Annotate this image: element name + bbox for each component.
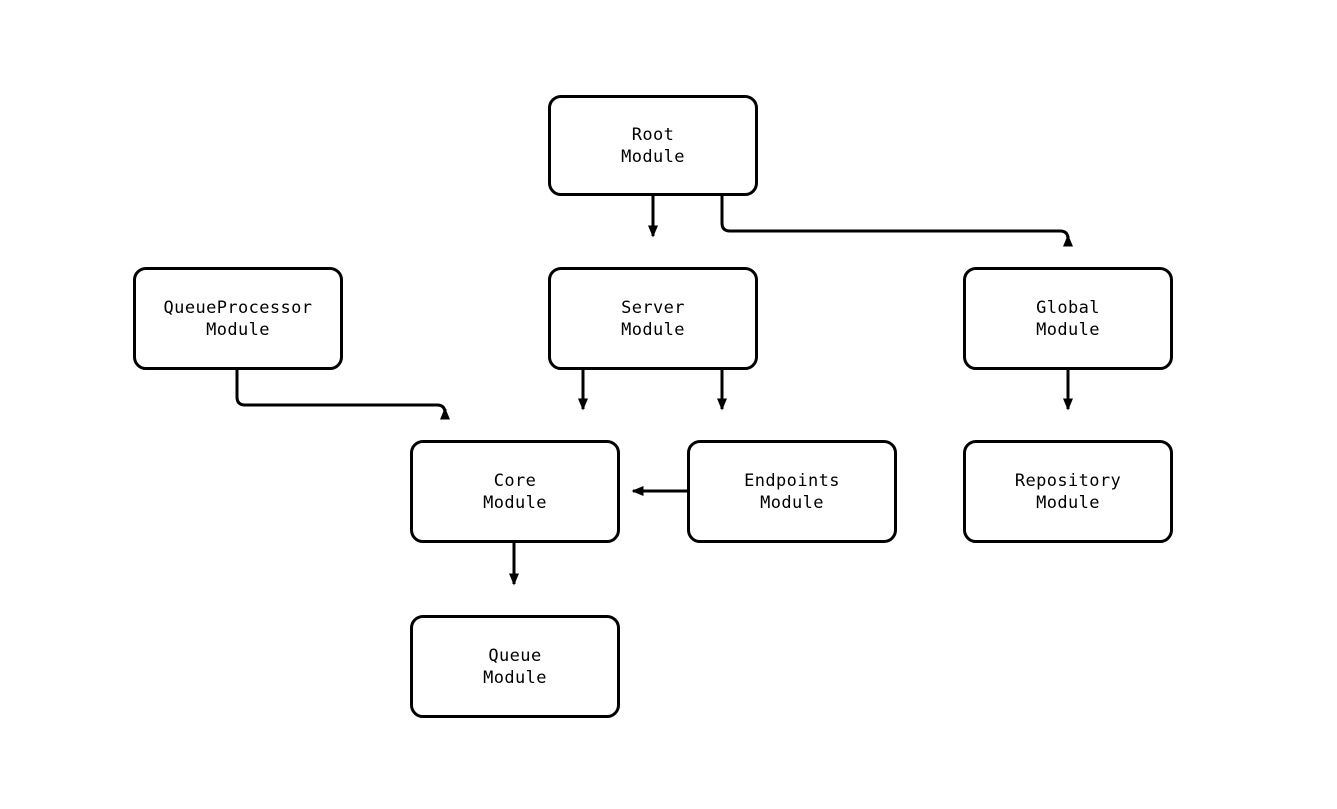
node-endpoints-label-line1: Endpoints [744,470,840,491]
node-core-label-line1: Core [493,470,537,491]
node-server[interactable]: Server Module [548,267,758,370]
node-root-label-line1: Root [631,124,675,145]
node-queue-label-line1: Queue [488,645,542,666]
node-server-label-line2: Module [621,319,685,340]
node-server-label-line1: Server [621,297,685,318]
node-root-label-line2: Module [621,146,685,167]
node-queue[interactable]: Queue Module [410,615,620,718]
node-global-label-line1: Global [1036,297,1100,318]
node-repository[interactable]: Repository Module [963,440,1173,543]
node-root[interactable]: Root Module [548,95,758,196]
node-queueprocessor-label-line2: Module [206,319,270,340]
node-queueprocessor[interactable]: QueueProcessor Module [133,267,343,370]
edge-queueprocessor-to-core [235,370,450,420]
node-endpoints-label-line2: Module [760,492,824,513]
node-queue-label-line2: Module [483,667,547,688]
node-global-label-line2: Module [1036,319,1100,340]
node-endpoints[interactable]: Endpoints Module [687,440,897,543]
node-repository-label-line1: Repository [1014,470,1122,491]
node-core-label-line2: Module [483,492,547,513]
node-core[interactable]: Core Module [410,440,620,543]
node-queueprocessor-label-line1: QueueProcessor [163,297,313,318]
edge-root-to-global [720,196,1073,247]
node-global[interactable]: Global Module [963,267,1173,370]
node-repository-label-line2: Module [1036,492,1100,513]
